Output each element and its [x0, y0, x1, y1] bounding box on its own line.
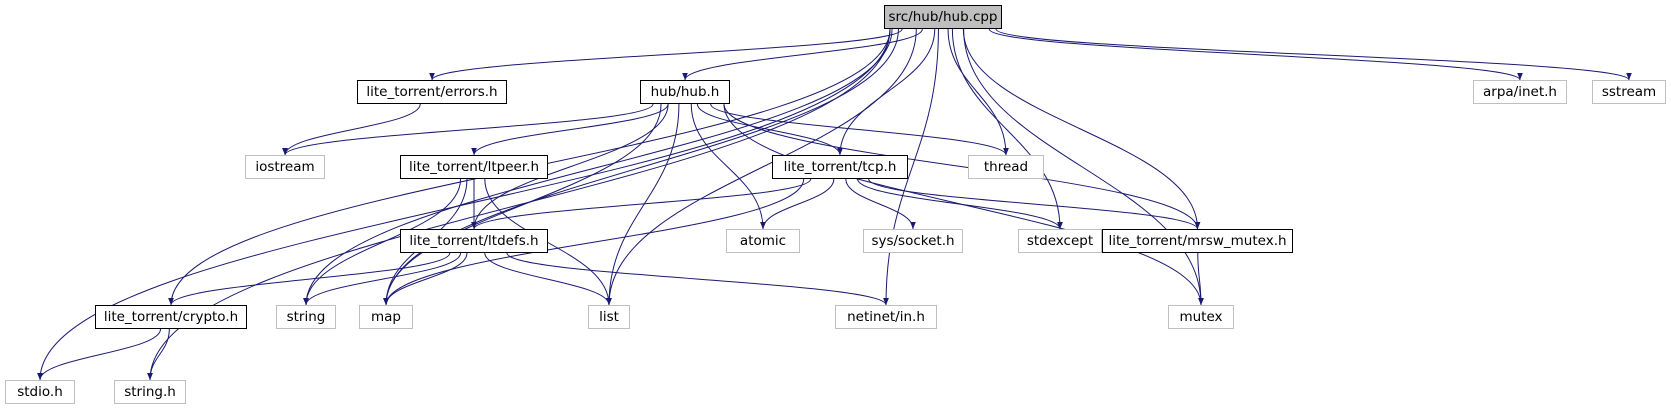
node-mrsw-mutex-h[interactable]: lite_torrent/mrsw_mutex.h: [1102, 229, 1293, 253]
edge-mrsw_mutex_h-to-mutex: [1197, 252, 1204, 306]
edge-hub_cpp-to-map: [383, 28, 899, 306]
node-errors-h[interactable]: lite_torrent/errors.h: [357, 80, 507, 104]
node-hub-h[interactable]: hub/hub.h: [640, 80, 730, 104]
edge-tcp_h-to-ltdefs_h: [471, 178, 812, 230]
node-sys-socket-h: sys/socket.h: [863, 229, 963, 253]
edge-hub_cpp-to-arpa_inet_h: [988, 28, 1523, 81]
edge-hub_cpp-to-errors_h: [429, 28, 903, 81]
edge-hub_cpp-to-string: [303, 28, 893, 306]
node-mutex: mutex: [1168, 305, 1234, 329]
edge-hub_cpp-to-sstream: [995, 28, 1632, 81]
node-ltpeer-h[interactable]: lite_torrent/ltpeer.h: [400, 155, 548, 179]
edge-hub_h-to-atomic: [690, 103, 766, 230]
edge-hub_h-to-mrsw_mutex_h: [723, 103, 1201, 230]
edge-hub_cpp-to-stdio_h: [37, 28, 891, 381]
edge-errors_h-to-iostream: [282, 103, 421, 156]
edge-tcp_h-to-mrsw_mutex_h: [868, 178, 1201, 230]
edge-ltdefs_h-to-crypto_h: [168, 252, 451, 306]
edge-hub_cpp-to-stdexcept: [951, 28, 1063, 230]
edge-ltpeer_h-to-string: [303, 178, 462, 306]
node-ltdefs-h[interactable]: lite_torrent/ltdefs.h: [400, 229, 548, 253]
edge-ltdefs_h-to-map: [383, 252, 468, 306]
edge-hub_cpp-to-hub_h: [682, 28, 923, 81]
edge-hub_cpp-to-mrsw_mutex_h: [962, 28, 1201, 230]
edge-hub_h-to-ltpeer_h: [471, 103, 669, 156]
edge-hub_cpp-to-netinet_in_h: [883, 28, 939, 306]
node-iostream: iostream: [245, 155, 325, 179]
node-netinet-in-h: netinet/in.h: [835, 305, 937, 329]
edge-hub_h-to-tcp_h: [696, 103, 843, 156]
edge-ltdefs_h-to-string: [303, 252, 462, 306]
node-string: string: [276, 305, 336, 329]
edge-hub_cpp-to-mutex: [963, 28, 1204, 306]
edge-tcp_h-to-map: [383, 178, 805, 306]
node-tcp-h[interactable]: lite_torrent/tcp.h: [772, 155, 908, 179]
edge-crypto_h-to-string_h: [147, 328, 170, 381]
edge-hub_h-to-ltdefs_h: [471, 103, 669, 230]
edge-hub_cpp-to-string_h: [147, 28, 891, 381]
node-string-h: string.h: [114, 380, 186, 404]
edge-ltdefs_h-to-netinet_in_h: [506, 252, 889, 306]
node-thread: thread: [968, 155, 1044, 179]
edge-hub_cpp-to-thread: [947, 28, 1009, 156]
edge-ltdefs_h-to-list: [484, 252, 612, 306]
edge-hub_h-to-iostream: [282, 103, 654, 156]
edge-crypto_h-to-stdio_h: [37, 328, 162, 381]
node-atomic: atomic: [726, 229, 800, 253]
edge-tcp_h-to-atomic: [760, 178, 835, 230]
node-stdio-h: stdio.h: [5, 380, 75, 404]
edge-hub_cpp-to-list: [606, 28, 917, 306]
node-list: list: [588, 305, 630, 329]
edge-hub_cpp-to-tcp_h: [837, 28, 936, 156]
node-arpa-inet-h: arpa/inet.h: [1473, 80, 1567, 104]
edge-hub_h-to-list: [606, 103, 680, 306]
node-sstream: sstream: [1592, 80, 1666, 104]
node-map: map: [359, 305, 413, 329]
edge-hub_h-to-map: [383, 103, 662, 306]
node-hub-cpp[interactable]: src/hub/hub.cpp: [884, 5, 1002, 29]
edge-tcp_h-to-sys_socket_h: [845, 178, 916, 230]
node-crypto-h[interactable]: lite_torrent/crypto.h: [95, 305, 247, 329]
node-stdexcept: stdexcept: [1018, 229, 1102, 253]
edge-tcp_h-to-stdexcept: [857, 178, 1063, 230]
edge-layer: [37, 28, 1632, 381]
